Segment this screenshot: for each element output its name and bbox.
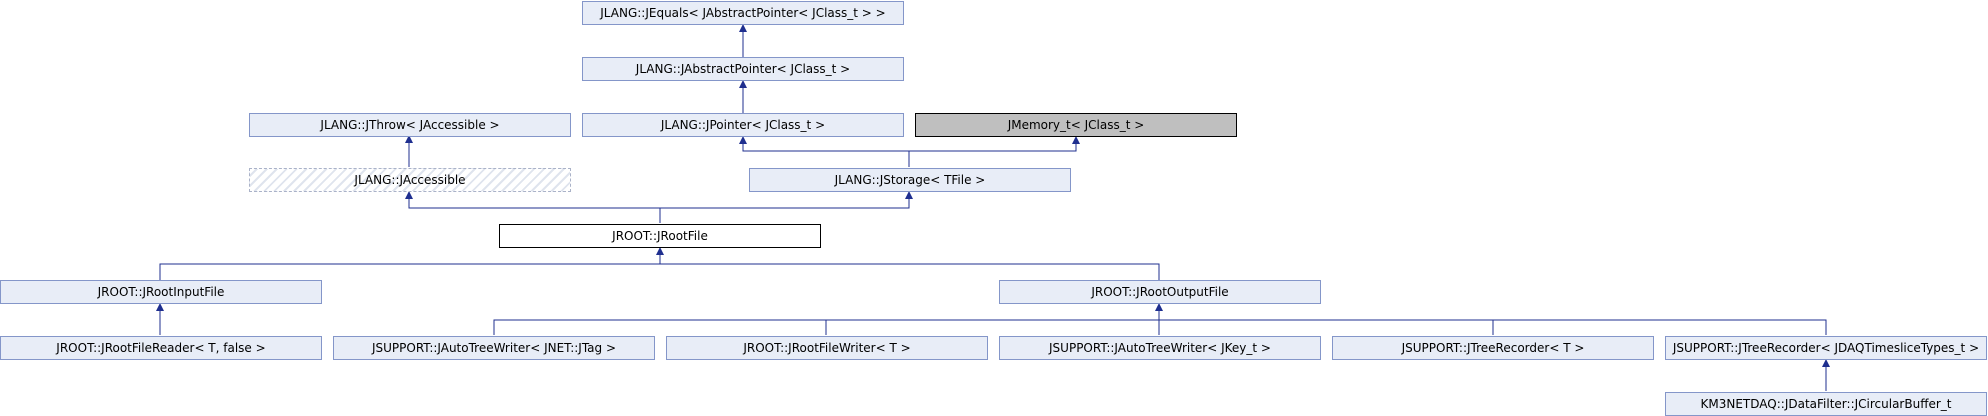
edge-jstorage-jmemory	[909, 136, 1080, 152]
node-jpointer[interactable]: JLANG::JPointer< JClass_t >	[582, 113, 904, 137]
node-jaccessible: JLANG::JAccessible	[249, 168, 571, 192]
node-jcircularbuffer[interactable]: KM3NETDAQ::JDataFilter::JCircularBuffer_…	[1665, 392, 1987, 416]
node-jthrow[interactable]: JLANG::JThrow< JAccessible >	[249, 113, 571, 137]
node-jrootoutputfile[interactable]: JROOT::JRootOutputFile	[999, 280, 1321, 304]
node-jabstractpointer[interactable]: JLANG::JAbstractPointer< JClass_t >	[582, 57, 904, 81]
node-jstorage[interactable]: JLANG::JStorage< TFile >	[749, 168, 1071, 192]
node-jmemory: JMemory_t< JClass_t >	[915, 113, 1237, 137]
edge-jrootinputfile-jrootfile	[159, 263, 1160, 280]
edge-jrootfile-jstorage	[660, 191, 913, 209]
node-jtreerecorder-t[interactable]: JSUPPORT::JTreeRecorder< T >	[1332, 336, 1654, 360]
node-jrootinputfile[interactable]: JROOT::JRootInputFile	[0, 280, 322, 304]
node-jautotreewriter-jkey[interactable]: JSUPPORT::JAutoTreeWriter< JKey_t >	[999, 336, 1321, 360]
node-jrootfilereader[interactable]: JROOT::JRootFileReader< T, false >	[0, 336, 322, 360]
edge-jstorage-jpointer	[739, 136, 910, 167]
node-jautotreewriter-jtag[interactable]: JSUPPORT::JAutoTreeWriter< JNET::JTag >	[333, 336, 655, 360]
edge-outputfile-children	[493, 319, 1827, 335]
node-jrootfilewriter[interactable]: JROOT::JRootFileWriter< T >	[666, 336, 988, 360]
edge-jrootfile-jaccessible	[405, 191, 661, 223]
node-jtreerecorder-jdaq[interactable]: JSUPPORT::JTreeRecorder< JDAQTimesliceTy…	[1665, 336, 1987, 360]
node-jrootfile: JROOT::JRootFile	[499, 224, 821, 248]
node-jequals[interactable]: JLANG::JEquals< JAbstractPointer< JClass…	[582, 1, 904, 25]
